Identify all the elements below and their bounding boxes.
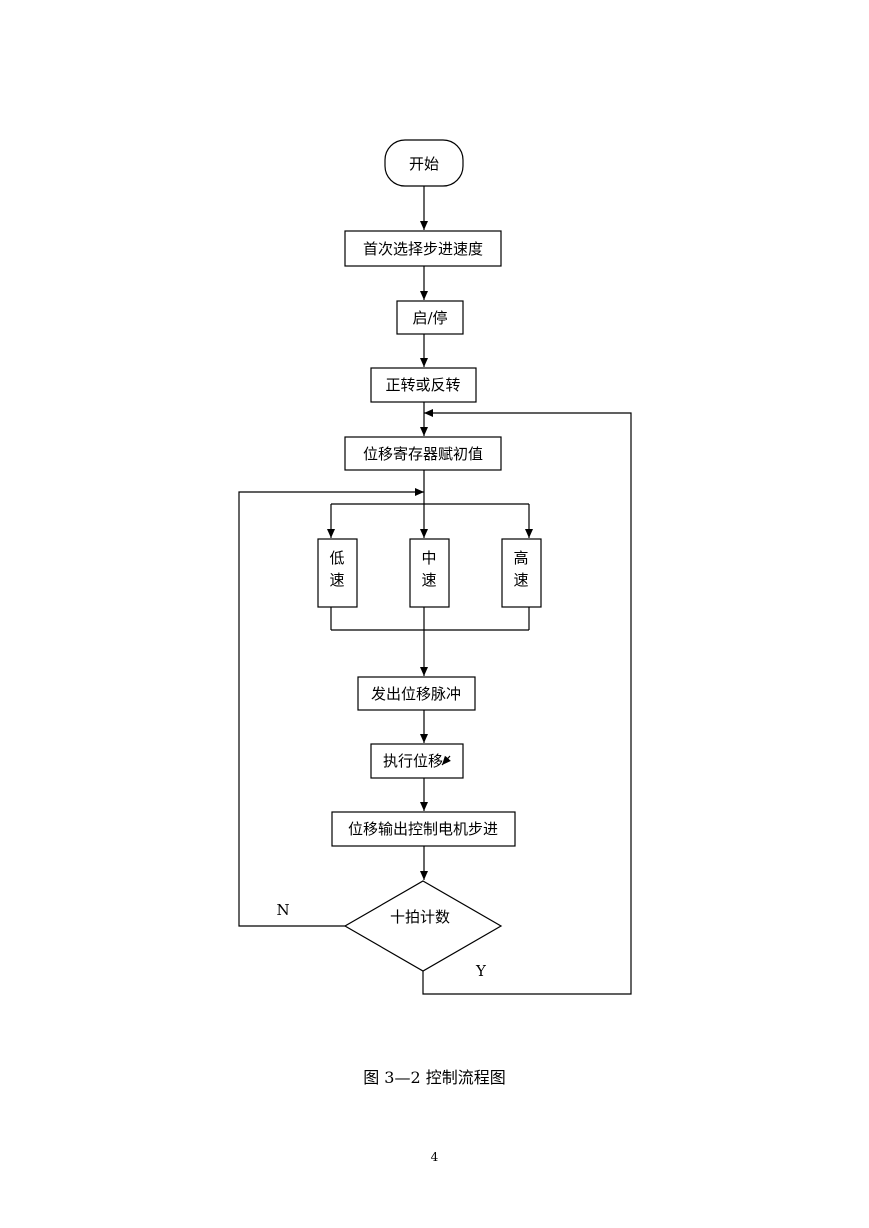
- node-high-speed: 高 速: [501, 538, 542, 608]
- node-start-stop: 启/停: [396, 300, 464, 335]
- node-select-speed: 首次选择步进速度: [344, 230, 502, 267]
- node-low-speed-line1: 低: [329, 549, 344, 567]
- node-direction-label: 正转或反转: [385, 376, 460, 394]
- node-start: 开始: [384, 139, 464, 187]
- cursor-arrow-icon: [441, 755, 451, 766]
- node-mid-speed: 中 速: [409, 538, 450, 608]
- node-execute-shift: 执行位移: [370, 743, 464, 779]
- node-start-label: 开始: [409, 155, 439, 173]
- node-decision: 十拍计数: [343, 880, 503, 972]
- node-high-speed-line2: 速: [513, 571, 528, 589]
- node-direction: 正转或反转: [370, 367, 477, 403]
- node-start-stop-label: 启/停: [412, 309, 447, 327]
- node-output-control-label: 位移输出控制电机步进: [348, 820, 498, 838]
- node-emit-pulse-label: 发出位移脉冲: [371, 685, 461, 703]
- node-execute-shift-label: 执行位移: [383, 752, 443, 770]
- node-low-speed: 低 速: [317, 538, 358, 608]
- node-mid-speed-line2: 速: [421, 571, 436, 589]
- edge-decision-yes-loop: [422, 409, 632, 995]
- node-init-register: 位移寄存器赋初值: [344, 436, 502, 471]
- page-number: 4: [430, 1150, 439, 1164]
- node-output-control: 位移输出控制电机步进: [331, 811, 516, 847]
- connectors: [238, 186, 632, 995]
- node-high-speed-line1: 高: [513, 549, 528, 567]
- node-mid-speed-line1: 中: [421, 549, 436, 567]
- branch-label-yes: Y: [475, 962, 487, 980]
- edge-decision-no-loop: [238, 488, 424, 927]
- node-decision-label: 十拍计数: [390, 908, 450, 926]
- figure-caption: 图 3—2 控制流程图: [363, 1068, 506, 1087]
- node-emit-pulse: 发出位移脉冲: [357, 676, 476, 711]
- branch-label-no: N: [276, 901, 289, 919]
- node-select-speed-label: 首次选择步进速度: [363, 240, 483, 258]
- node-init-register-label: 位移寄存器赋初值: [363, 445, 483, 463]
- node-low-speed-line2: 速: [329, 571, 344, 589]
